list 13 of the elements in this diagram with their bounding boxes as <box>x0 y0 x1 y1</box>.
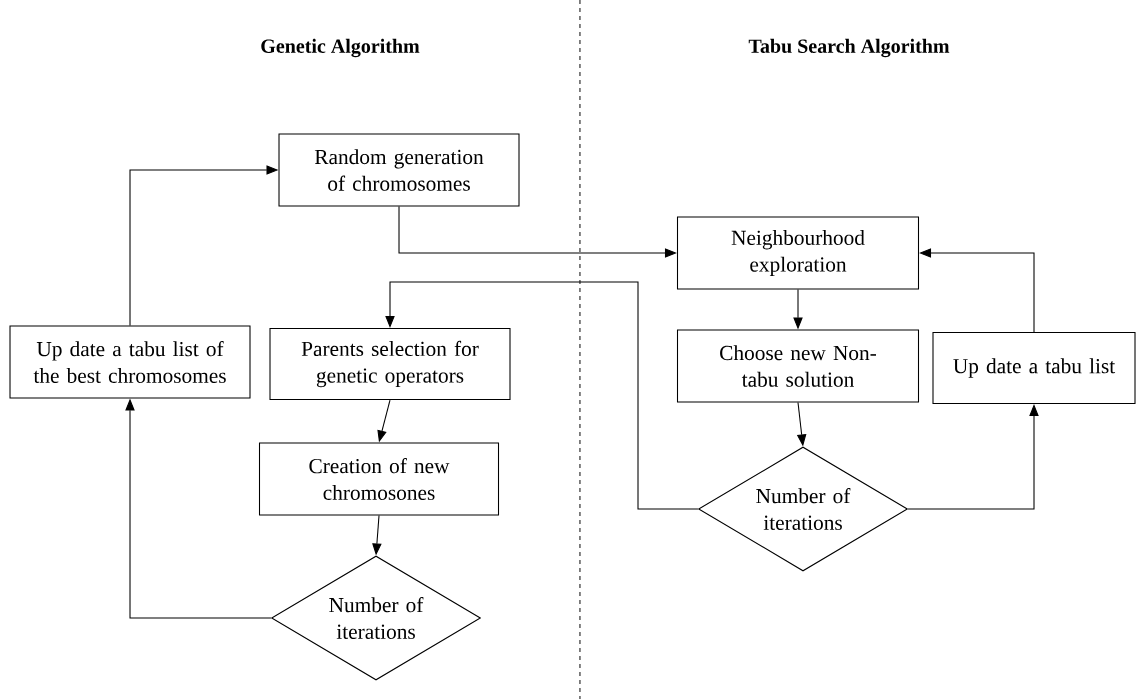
process-box: Neighbourhood exploration <box>676 216 920 290</box>
process-box: Up date a tabu list of the best chromosomes <box>9 325 251 399</box>
process-box: Random generation of chromosomes <box>278 133 520 207</box>
process-box: Creation of new chromosones <box>258 442 500 516</box>
arrow <box>907 404 1039 510</box>
section-heading: Tabu Search Algorithm <box>748 38 950 58</box>
arrow <box>398 206 677 258</box>
section-heading: Genetic Algorithm <box>261 38 420 58</box>
process-box: Choose new Non-tabu solution <box>676 329 920 403</box>
process-box: Parents selection for genetic operators <box>269 327 511 401</box>
process-box: Up date a tabu list <box>932 331 1136 405</box>
arrow <box>919 248 1035 333</box>
arrow <box>385 281 699 510</box>
